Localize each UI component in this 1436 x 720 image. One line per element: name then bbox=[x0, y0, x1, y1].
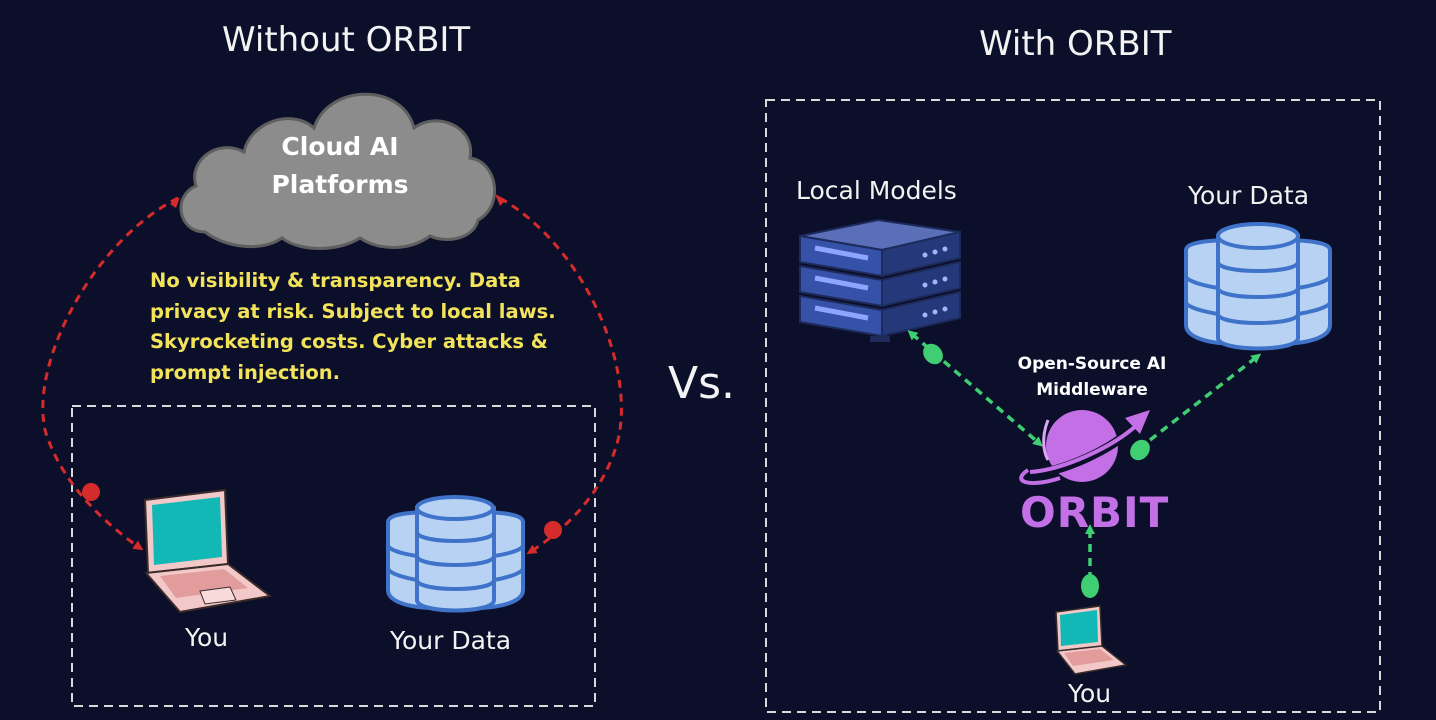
middleware-label-line1: Open-Source AI bbox=[1017, 354, 1167, 374]
middleware-label: Open-Source AI Middleware bbox=[1000, 351, 1184, 403]
risk-description: No visibility & transparency. Data priva… bbox=[150, 266, 570, 388]
left-panel-title: Without ORBIT bbox=[222, 20, 471, 60]
database-icon bbox=[386, 495, 525, 613]
middleware-label-line2: Middleware bbox=[1036, 380, 1148, 400]
right-data-label: Your Data bbox=[1188, 181, 1310, 210]
right-panel-title: With ORBIT bbox=[979, 24, 1172, 64]
green-arrow-orbit-data bbox=[1130, 353, 1262, 461]
server-stack-icon bbox=[799, 218, 961, 342]
cloud-label: Cloud AI Platforms bbox=[260, 128, 420, 204]
right-orbit-box bbox=[765, 99, 1381, 713]
cloud-icon bbox=[179, 92, 497, 250]
risk-line: No visibility & transparency. Data bbox=[150, 269, 521, 292]
right-you-label: You bbox=[1068, 679, 1112, 708]
laptop-icon bbox=[1055, 605, 1128, 675]
green-arrow-orbit-you bbox=[1081, 524, 1099, 600]
database-icon bbox=[1184, 222, 1332, 351]
red-arrow-cloud-you bbox=[41, 196, 180, 551]
local-models-label: Local Models bbox=[796, 176, 957, 205]
cloud-label-line2: Platforms bbox=[271, 170, 409, 199]
cloud-label-line1: Cloud AI bbox=[281, 132, 399, 161]
risk-line: Skyrocketing costs. Cyber attacks & bbox=[150, 330, 548, 353]
green-arrow-models-orbit bbox=[907, 330, 1044, 447]
orbit-planet-icon bbox=[1019, 410, 1150, 486]
laptop-icon bbox=[143, 488, 273, 614]
vs-label: Vs. bbox=[668, 358, 736, 409]
orbit-wordmark: ORBIT bbox=[1020, 488, 1170, 537]
red-arrow-cloud-data bbox=[495, 194, 623, 555]
risk-line: prompt injection. bbox=[150, 360, 341, 384]
left-you-label: You bbox=[185, 623, 229, 652]
left-local-box bbox=[71, 405, 596, 707]
risk-line: privacy at risk. Subject to local laws. bbox=[150, 299, 556, 323]
left-data-label: Your Data bbox=[390, 626, 512, 655]
